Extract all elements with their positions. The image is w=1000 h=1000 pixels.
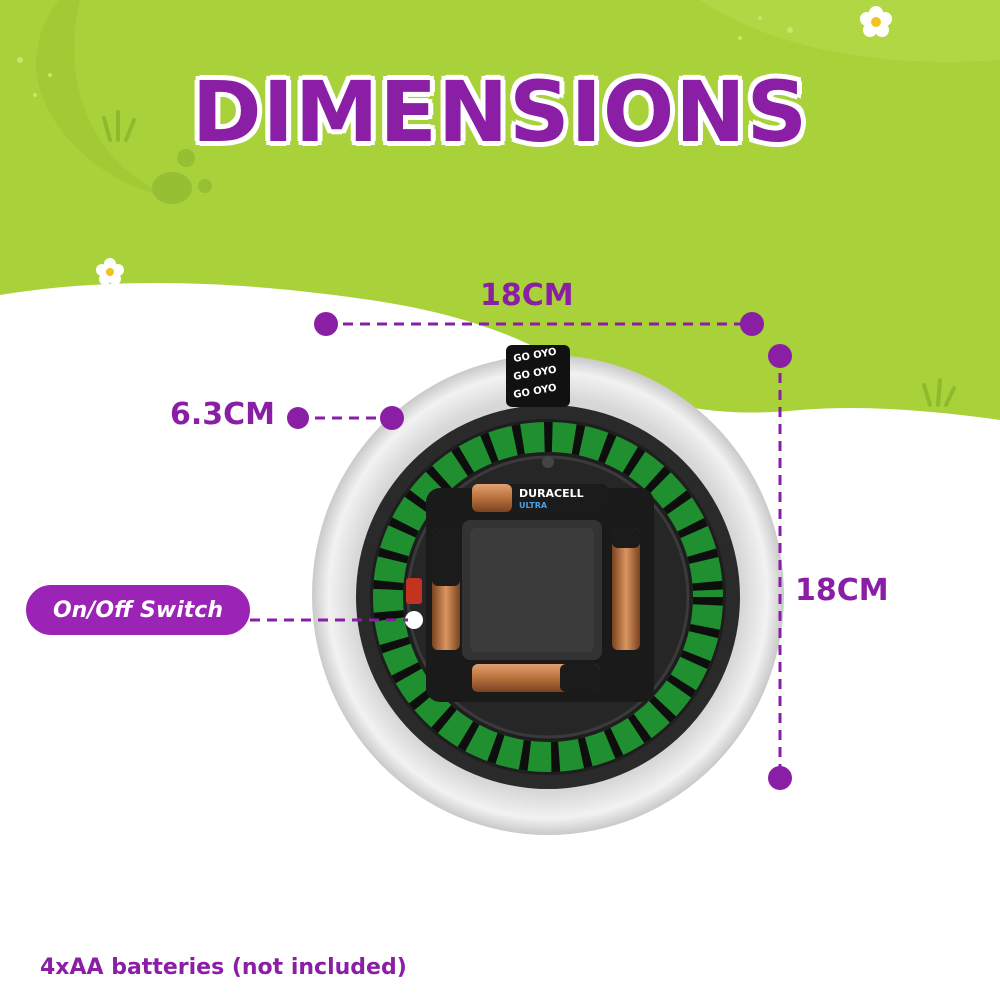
switch-callout-label: On/Off Switch bbox=[52, 597, 223, 623]
battery-footnote: 4xAA batteries (not included) bbox=[40, 955, 407, 980]
height-label: 18CM bbox=[795, 573, 889, 608]
daisy-flower-icon bbox=[96, 6, 892, 285]
width-label: 18CM bbox=[480, 278, 574, 313]
dimension-lines bbox=[250, 322, 782, 778]
grass-tuft-icon bbox=[102, 110, 956, 407]
battery-bottom bbox=[472, 664, 600, 692]
paw-print-icon bbox=[152, 149, 212, 204]
page-title: DIMENSIONS bbox=[191, 63, 809, 161]
battery-top: DURACELL ULTRA bbox=[472, 484, 608, 512]
battery-left bbox=[432, 528, 460, 650]
switch-callout-pill: On/Off Switch bbox=[26, 585, 250, 635]
depth-label: 6.3CM bbox=[170, 397, 276, 432]
battery-brand-text: DURACELL bbox=[519, 487, 584, 500]
on-off-switch bbox=[406, 578, 422, 604]
battery-right bbox=[612, 528, 640, 650]
hover-ball: DURACELL ULTRA GO OYO GO OYO GO OYO bbox=[312, 345, 784, 835]
svg-text:ULTRA: ULTRA bbox=[519, 501, 548, 510]
